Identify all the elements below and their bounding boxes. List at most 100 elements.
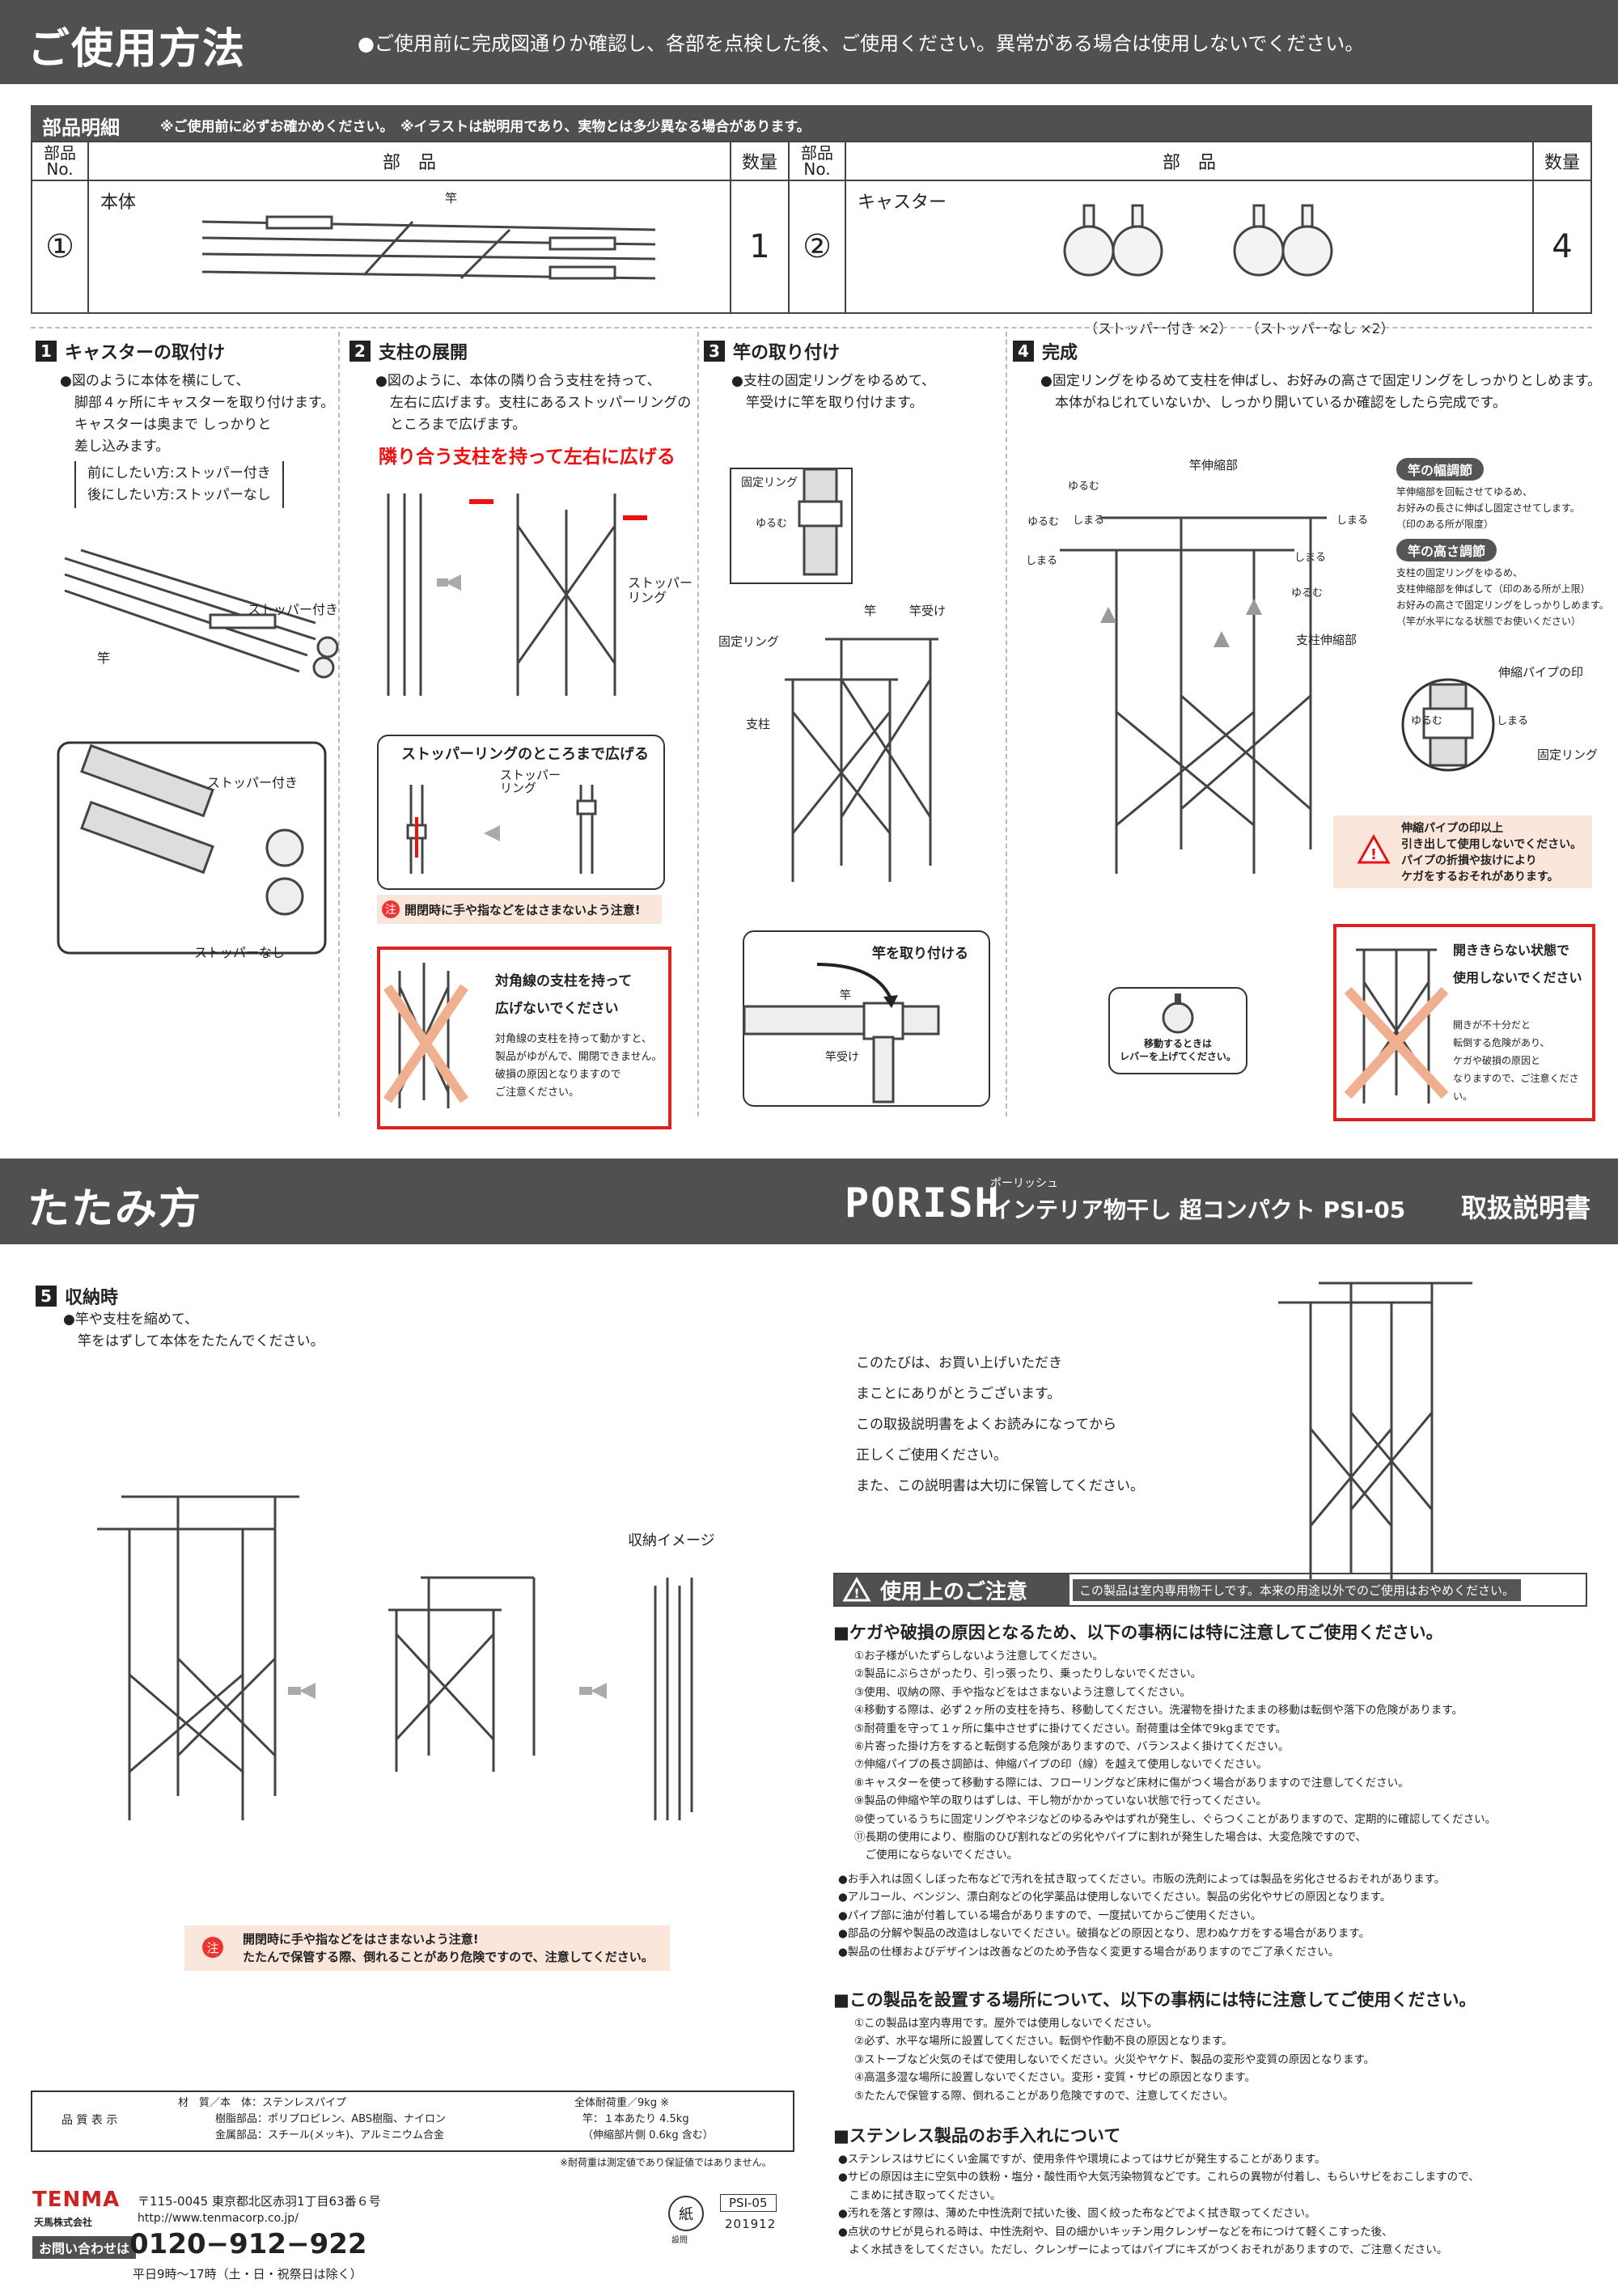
caution-sec3-list: ●ステンレスはサビにくい金属ですが、使用条件や環境によってはサビが発生することが… [838,2150,1480,2259]
step3-number: 3 [704,341,725,362]
step4-ring-detail [1401,678,1495,772]
storage-image-label: 収納イメージ [628,1532,715,1549]
thanks-text: このたびは、お買い上げいただき まことにありがとうございます。 この取扱説明書を… [856,1348,1144,1502]
part-label-rod: 竿 [445,191,458,205]
step1-title: 1 キャスターの取付け [36,338,225,364]
usage-header-note: ●ご使用前に完成図通りか確認し、各部を点検した後、ご使用ください。異常がある場合… [358,32,1365,55]
step5-line: 竿をはずして本体をたたんでください。 [78,1333,324,1349]
step1-label-stopper: ストッパー付き [248,602,339,617]
step3-label-rod-holder: 竿受け [909,604,947,618]
fold-caution-text: 開閉時に手や指などをはさまないよう注意! たたんで保管する際、倒れることがあり危… [243,1930,654,1966]
fold-caution-line: 開閉時に手や指などをはさまないよう注意! [243,1932,479,1947]
step3-title: 3 竿の取り付け [704,338,840,364]
step4-lever-box: 移動するときは レバーを上げてください。 [1108,987,1247,1074]
folded-body-illustration [201,215,656,280]
col-part-2: 部 品 [845,141,1534,181]
step2-warning-text: 対角線の支柱を持って動かすと、 製品がゆがんで、開閉できません。 破損の原因とな… [495,1031,662,1102]
usage-header-bar: ご使用方法 ●ご使用前に完成図通りか確認し、各部を点検した後、ご使用ください。異… [0,0,1618,84]
col-no: 部品 No. [31,141,89,181]
location-item: ①この製品は室内専用です。屋外では使用しないでください。 [854,2017,1158,2030]
paper-label: 設問 [671,2236,688,2245]
caution-item: ④移動する際は、必ず２ヶ所の支柱を持ち、移動してください。洗濯物を掛けたままの移… [854,1704,1463,1718]
parts-title: 部品明細 [42,116,120,139]
step1-line: キャスターは奥まで しっかりと [74,417,272,433]
step2-spread-title: ストッパーリングのところまで広げる [401,746,649,763]
step1-line: 差し込みます。 [74,438,170,455]
width-line: 竿伸縮部を回転させてゆるめ、 [1396,486,1533,498]
quality-lines: 材 質／本 体：ステンレスパイプ 樹脂部品：ポリプロピレン、ABS樹脂、ナイロン… [178,2095,446,2144]
warn-line: 対角線の支柱を持って動かすと、 [495,1033,652,1045]
print-date: 201912 [725,2217,777,2231]
stainless-item: ●ステンレスはサビにくい金属ですが、使用条件や環境によってはサビが発生することが… [838,2153,1326,2166]
step2-line: ●図のように、本体の隣り合う支柱を持って、 [375,373,661,389]
step5-number: 5 [36,1286,57,1307]
caution-item: ⑩使っているうちに固定リングやネジなどのゆるみやはずれが発生し、ぐらつくことがあ… [854,1812,1497,1826]
part-no-2: ② [788,180,846,314]
caution-icon: 注 [202,1937,223,1958]
fold-sequence-illustration [97,1495,693,1820]
step4-heading: 完成 [1042,343,1078,363]
caution-sec1-title: ■ケガや破損の原因となるため、以下の事柄には特に注意してご使用ください。 [833,1623,1443,1642]
step3-text: ●支柱の固定リングをゆるめて、 竿受けに竿を取り付けます。 [731,371,935,414]
step3-label-loosen: ゆるむ [756,518,788,530]
step2-warning-title: 対角線の支柱を持って 広げないでください [495,973,633,1017]
step4-label-rod-ext: 竿伸縮部 [1189,458,1239,472]
svg-text:!: ! [1370,846,1377,863]
quality-line: 材 質／本 体：ステンレスパイプ [178,2097,347,2109]
step4-text: ●固定リングをゆるめて支柱を伸ばし、お好みの高さで固定リングをしっかりとしめます… [1040,371,1601,414]
step2-warning-illustration [383,963,468,1108]
step4-height-title: 竿の高さ調節 [1396,539,1497,561]
company-name: 天馬株式会社 [34,2217,93,2228]
step2-title: 2 支柱の展開 [349,338,468,364]
product-name: インテリア物干し 超コンパクト PSI-05 [990,1197,1406,1223]
step3-ring-detail-box: 固定リング ゆるむ [730,468,853,584]
caution-subtitle-text: この製品は室内専用物干しです。本来の用途以外でのご使用はおやめください。 [1073,1578,1522,1601]
warn-line: 開きが不十分だと [1453,1019,1531,1031]
caster-label-with-stopper: （ストッパー付き ×2） [1084,321,1233,337]
step4-ring-loosen: ゆるむ [1411,715,1443,727]
care-list: ●お手入れは固くしぼった布などで汚れを拭き取ってください。市販の洗剤によっては製… [838,1870,1445,1961]
caution-subtitle: この製品は室内専用物干しです。本来の用途以外でのご使用はおやめください。 [1069,1574,1586,1605]
fold-title: たたみ方 [28,1185,203,1234]
load-line: 竿：１本あたり 4.5kg [582,2113,689,2125]
stainless-item: こまめに拭き取ってください。 [838,2188,1002,2202]
step1-line: ●図のように本体を横にして、 [60,373,250,389]
step1-zoom-box [57,741,327,955]
caution-title-block: ! 使用上のご注意 [835,1574,1069,1605]
step2-heading: 支柱の展開 [379,343,468,363]
step4-height-text: 支柱の固定リングをゆるめ、 支柱伸縮部を伸ばして（印のある所が上限） お好みの高… [1396,565,1609,629]
quality-box: 品 質 表 示 材 質／本 体：ステンレスパイプ 樹脂部品：ポリプロピレン、AB… [31,2091,794,2152]
width-line: お好みの長さに伸ばし固定させてします。 [1396,502,1580,514]
step4-pipe-warning: ! 伸縮パイプの印以上 引き出して使用しないでください。 パイプの折損や抜けによ… [1333,815,1592,888]
parts-note: ※ご使用前に必ずお確かめください。 ※イラストは説明用であり、実物とは多少異なる… [160,119,811,135]
step2-line: 左右に広げます。支柱にあるストッパーリングの [390,395,692,411]
warn-line: 破損の原因となりますので [495,1069,621,1081]
step2-spread-illustration [387,494,647,696]
step1-zoom-label-no-stopper: ストッパーなし [194,945,286,960]
step4-label-tighten-1: しまる [1073,515,1105,527]
step3-label-pillar: 支柱 [746,717,771,731]
usage-title: ご使用方法 [28,25,247,74]
step4-label-loosen-2: ゆるむ [1027,516,1060,528]
height-line: 支柱の固定リングをゆるめ、 [1396,567,1523,578]
thanks-line: このたびは、お買い上げいただき [856,1355,1062,1371]
care-item: ●部品の分解や製品の改造はしないでください。破損などの原因となり、思わぬケガをす… [838,1927,1370,1941]
step2-spread-box: ストッパーリングのところまで広げる ストッパー リング [377,735,665,890]
fold-caution-band: 注 開閉時に手や指などをはさまないよう注意! たたんで保管する際、倒れることがあ… [184,1925,670,1971]
step4-pipe-warning-text: 伸縮パイプの印以上 引き出して使用しないでください。 パイプの折損や抜けにより … [1401,820,1582,885]
brand-ruby: ポーリッシュ [990,1177,1058,1190]
load-footnote: ※耐荷重は測定値であり保証値ではありません。 [560,2157,772,2168]
location-item: ②必ず、水平な場所に設置してください。転倒や作動不良の原因となります。 [854,2035,1233,2048]
step1-label-rod: 竿 [97,650,111,666]
step4-label-tighten-3: しまる [1336,515,1369,527]
stainless-item: ●汚れを落とす際は、薄めた中性洗剤で拭いた後、固く絞った布などでよく拭き取ってく… [838,2207,1316,2221]
warn-line: 伸縮パイプの印以上 [1401,822,1503,835]
caution-title: 使用上のご注意 [880,1579,1028,1604]
caution-icon: 注 [382,900,400,918]
part-cell-body: 本体 竿 [87,180,731,314]
step4-number: 4 [1013,341,1034,362]
caution-item: ご使用にならないでください。 [854,1849,1019,1862]
step2-caution: 開閉時に手や指などをはさまないよう注意! [404,902,641,917]
location-item: ④高温多湿な場所に設置しないでください。変形・変質・サビの原因となります。 [854,2071,1256,2085]
warning-triangle-icon: ! [842,1576,871,1602]
